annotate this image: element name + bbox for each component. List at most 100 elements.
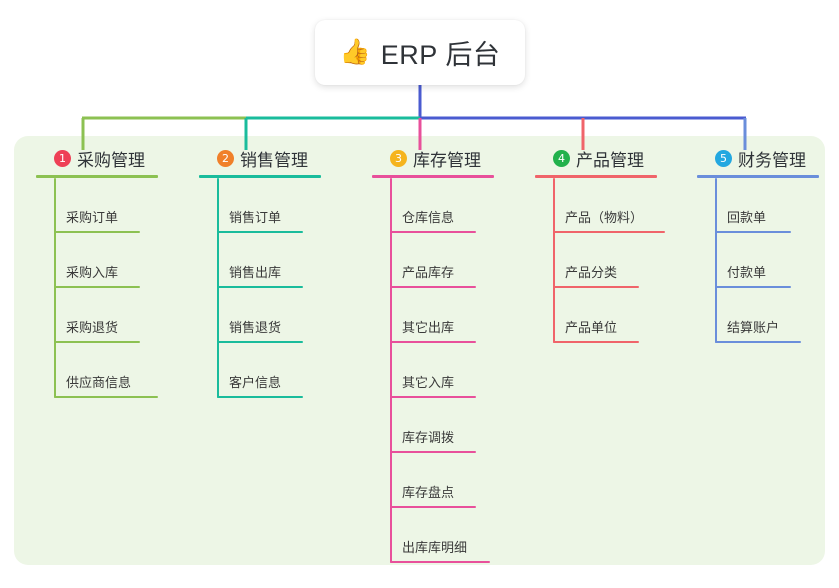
leaf-item-label: 仓库信息 <box>402 210 455 225</box>
root-node-card[interactable]: 👍 ERP 后台 <box>315 20 525 85</box>
column-spine-5 <box>715 178 717 343</box>
leaf-item[interactable]: 供应商信息 <box>36 343 158 398</box>
column-badge-icon-3: 3 <box>390 149 407 167</box>
leaf-item[interactable]: 回款单 <box>697 178 819 233</box>
leaf-item[interactable]: 仓库信息 <box>372 178 494 233</box>
leaf-item-label: 库存调拨 <box>402 430 455 445</box>
leaf-item[interactable]: 其它入库 <box>372 343 494 398</box>
leaf-item[interactable]: 采购入库 <box>36 233 158 288</box>
leaf-item-underline <box>390 286 476 288</box>
leaf-item-label: 其它入库 <box>402 375 455 390</box>
leaf-item-underline <box>390 506 476 508</box>
leaf-item-label: 回款单 <box>727 210 767 225</box>
leaf-item-underline <box>54 231 140 233</box>
column-rule-3 <box>372 175 494 178</box>
column-badge-icon-2: 2 <box>217 149 234 167</box>
column-5: 5 财务管理回款单付款单结算账户 <box>697 146 819 343</box>
root-node-title: ERP 后台 <box>380 40 501 70</box>
column-title-1: 采购管理 <box>77 150 145 170</box>
column-header-3[interactable]: 3 库存管理 <box>372 146 494 170</box>
leaf-item-label: 销售订单 <box>229 210 282 225</box>
leaf-item[interactable]: 产品库存 <box>372 233 494 288</box>
leaf-item-underline <box>54 286 140 288</box>
leaf-item-underline <box>715 286 791 288</box>
leaf-item-label: 销售出库 <box>229 265 282 280</box>
leaf-item[interactable]: 产品单位 <box>535 288 657 343</box>
column-rule-2 <box>199 175 321 178</box>
leaf-list-3: 仓库信息产品库存其它出库其它入库库存调拨库存盘点出库库明细 <box>372 178 494 563</box>
leaf-item-underline <box>715 231 791 233</box>
leaf-item[interactable]: 结算账户 <box>697 288 819 343</box>
leaf-item-label: 产品分类 <box>565 265 618 280</box>
leaf-item[interactable]: 库存盘点 <box>372 453 494 508</box>
column-spine-1 <box>54 178 56 398</box>
column-rule-5 <box>697 175 819 178</box>
leaf-item-label: 采购退货 <box>66 320 119 335</box>
leaf-item-underline <box>390 231 476 233</box>
leaf-item-underline <box>54 396 158 398</box>
leaf-item[interactable]: 采购订单 <box>36 178 158 233</box>
column-2: 2 销售管理销售订单销售出库销售退货客户信息 <box>199 146 321 398</box>
leaf-item-underline <box>553 231 665 233</box>
column-header-4[interactable]: 4 产品管理 <box>535 146 657 170</box>
leaf-item[interactable]: 销售出库 <box>199 233 321 288</box>
leaf-item[interactable]: 库存调拨 <box>372 398 494 453</box>
column-rule-1 <box>36 175 158 178</box>
leaf-item[interactable]: 产品（物料） <box>535 178 665 233</box>
leaf-item-underline <box>715 341 801 343</box>
column-badge-icon-4: 4 <box>553 149 570 167</box>
leaf-item[interactable]: 采购退货 <box>36 288 158 343</box>
leaf-item-underline <box>390 561 490 563</box>
column-title-5: 财务管理 <box>738 150 806 170</box>
columns-background-panel <box>14 136 825 565</box>
leaf-item-label: 采购订单 <box>66 210 119 225</box>
column-title-2: 销售管理 <box>240 150 308 170</box>
leaf-list-2: 销售订单销售出库销售退货客户信息 <box>199 178 321 398</box>
leaf-item-label: 其它出库 <box>402 320 455 335</box>
leaf-item[interactable]: 付款单 <box>697 233 819 288</box>
leaf-list-5: 回款单付款单结算账户 <box>697 178 819 343</box>
leaf-item[interactable]: 销售退货 <box>199 288 321 343</box>
leaf-item-underline <box>553 286 639 288</box>
leaf-item-underline <box>390 451 476 453</box>
column-rule-4 <box>535 175 657 178</box>
leaf-list-1: 采购订单采购入库采购退货供应商信息 <box>36 178 158 398</box>
leaf-item-label: 采购入库 <box>66 265 119 280</box>
leaf-item[interactable]: 其它出库 <box>372 288 494 343</box>
column-3: 3 库存管理仓库信息产品库存其它出库其它入库库存调拨库存盘点出库库明细 <box>372 146 494 563</box>
column-spine-4 <box>553 178 555 343</box>
leaf-item-underline <box>390 341 476 343</box>
column-spine-3 <box>390 178 392 563</box>
leaf-item[interactable]: 销售订单 <box>199 178 321 233</box>
leaf-item-label: 销售退货 <box>229 320 282 335</box>
leaf-item[interactable]: 客户信息 <box>199 343 321 398</box>
leaf-item-label: 客户信息 <box>229 375 282 390</box>
column-header-5[interactable]: 5 财务管理 <box>697 146 819 170</box>
thumbs-up-icon: 👍 <box>339 38 371 66</box>
leaf-item-underline <box>54 341 140 343</box>
leaf-item-label: 产品单位 <box>565 320 618 335</box>
leaf-item-label: 出库库明细 <box>402 540 468 555</box>
leaf-item-underline <box>217 396 303 398</box>
leaf-item-label: 付款单 <box>727 265 767 280</box>
column-header-2[interactable]: 2 销售管理 <box>199 146 321 170</box>
leaf-item[interactable]: 产品分类 <box>535 233 657 288</box>
leaf-item-underline <box>217 286 303 288</box>
column-badge-icon-5: 5 <box>715 149 732 167</box>
leaf-item-label: 供应商信息 <box>66 375 132 390</box>
leaf-item-label: 结算账户 <box>727 320 780 335</box>
leaf-item[interactable]: 出库库明细 <box>372 508 494 563</box>
leaf-list-4: 产品（物料） 产品分类产品单位 <box>535 178 665 343</box>
leaf-item-label: 库存盘点 <box>402 485 455 500</box>
column-title-3: 库存管理 <box>413 150 481 170</box>
leaf-item-label: 产品（物料） <box>565 210 644 225</box>
leaf-item-underline <box>390 396 476 398</box>
column-spine-2 <box>217 178 219 398</box>
leaf-item-label: 产品库存 <box>402 265 455 280</box>
leaf-item-underline <box>217 231 303 233</box>
column-title-4: 产品管理 <box>576 150 644 170</box>
leaf-item-underline <box>217 341 303 343</box>
